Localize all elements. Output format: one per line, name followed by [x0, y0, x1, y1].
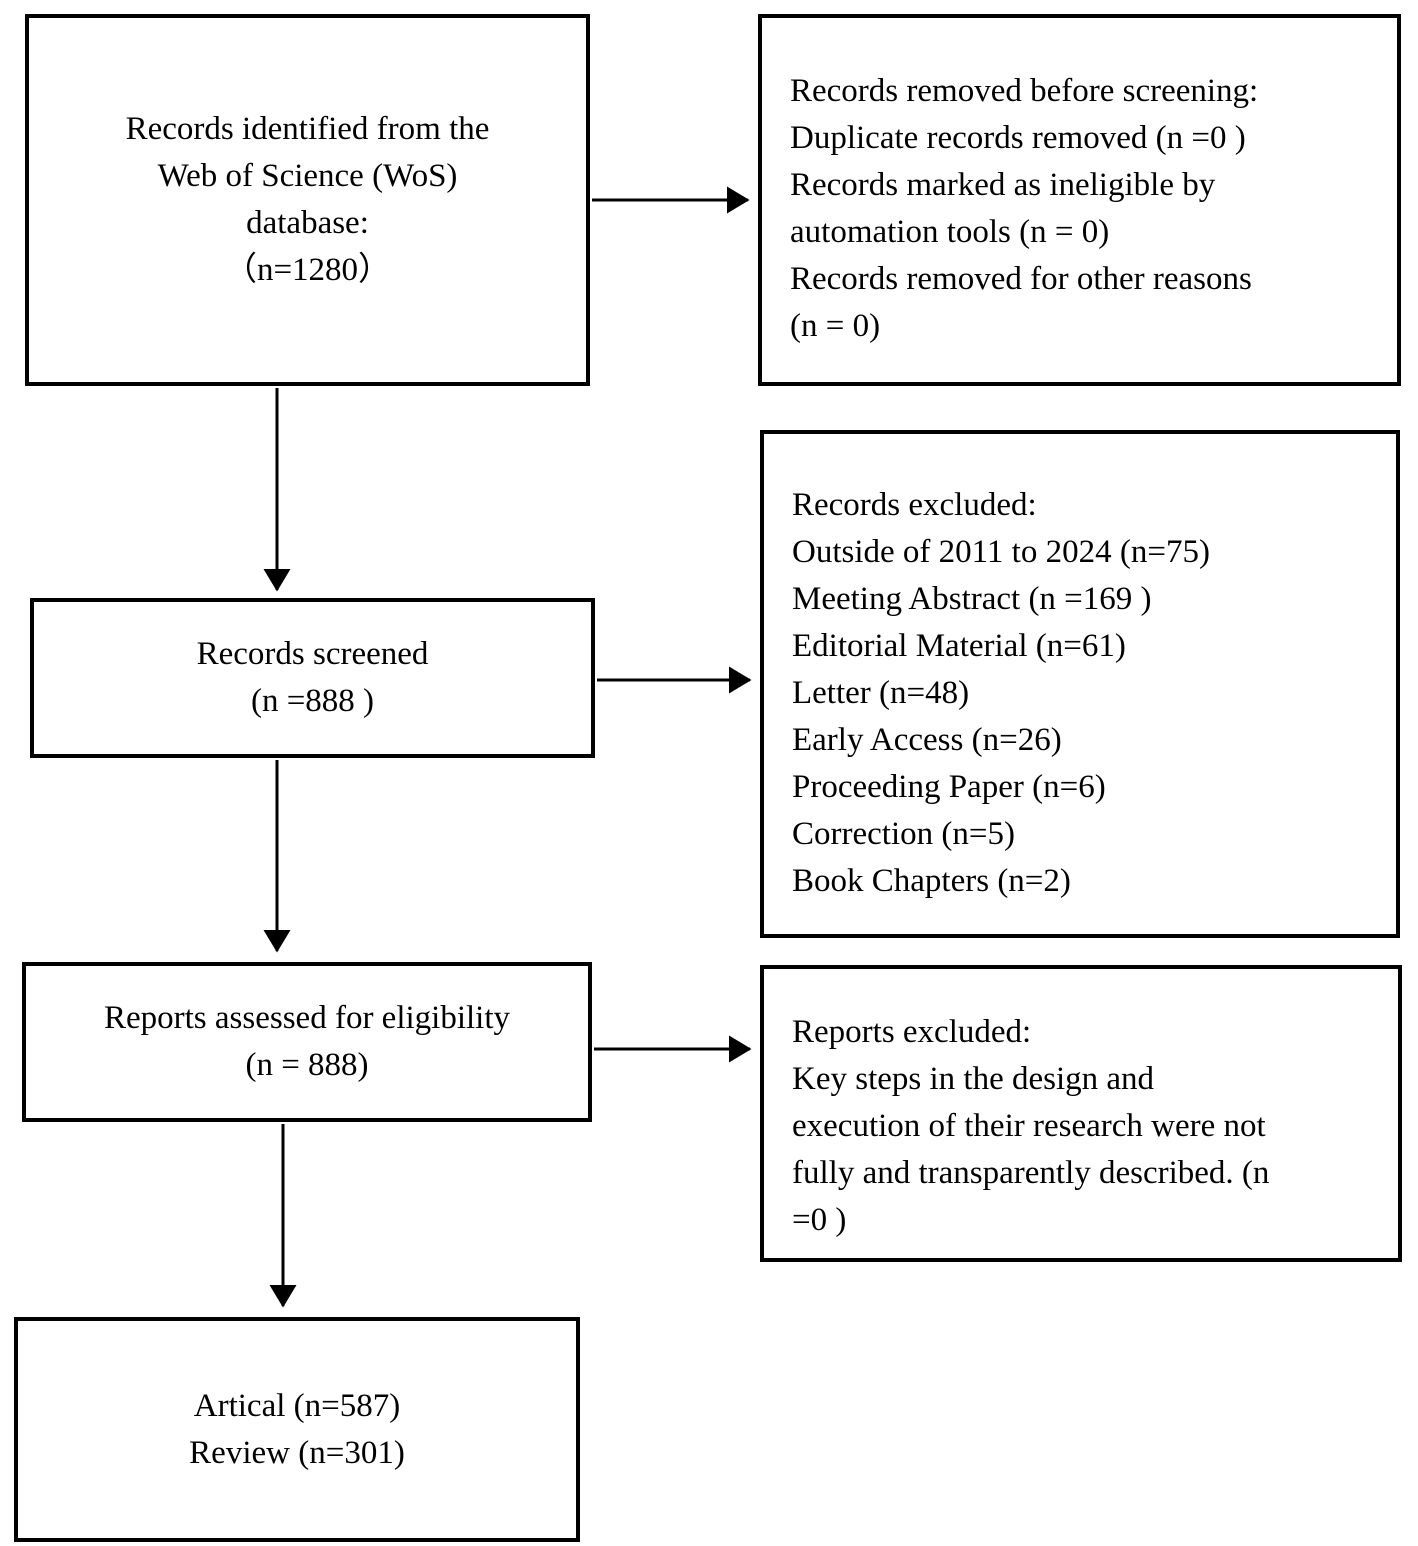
records-screened-text: Records screened (n =888 ): [196, 636, 429, 719]
reports-excluded-text: Reports excluded: Key steps in the desig…: [792, 1014, 1270, 1238]
box-records-screened: Records screened (n =888 ): [30, 598, 595, 758]
box-records-removed-before-screening: Records removed before screening: Duplic…: [758, 14, 1401, 386]
reports-assessed-text: Reports assessed for eligibility (n = 88…: [103, 1000, 511, 1083]
box-records-excluded: Records excluded: Outside of 2011 to 202…: [760, 430, 1400, 938]
included-studies-text: Artical (n=587) Review (n=301): [189, 1387, 405, 1471]
box-included-studies: Artical (n=587) Review (n=301): [14, 1317, 580, 1542]
records-excluded-text: Records excluded: Outside of 2011 to 202…: [792, 487, 1210, 899]
records-removed-text: Records removed before screening: Duplic…: [790, 73, 1259, 344]
box-reports-assessed-for-eligibility: Reports assessed for eligibility (n = 88…: [22, 962, 592, 1122]
records-identified-text: Records identified from the Web of Scien…: [125, 111, 490, 288]
box-records-identified: Records identified from the Web of Scien…: [25, 14, 590, 386]
box-reports-excluded: Reports excluded: Key steps in the desig…: [760, 965, 1402, 1262]
